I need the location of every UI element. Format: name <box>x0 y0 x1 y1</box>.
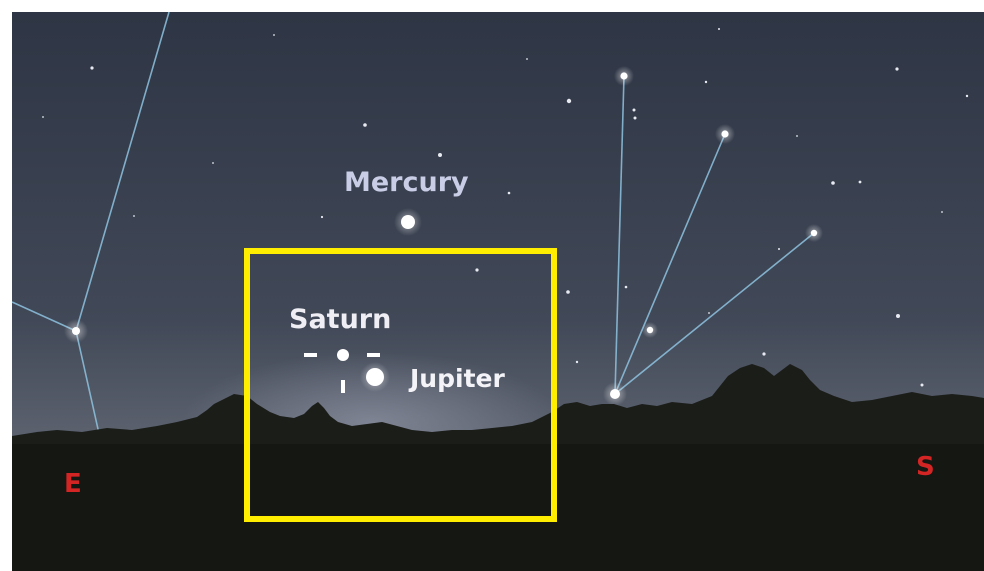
constellation-lines <box>12 12 815 439</box>
ground <box>12 444 984 571</box>
jupiter-marker <box>360 362 390 392</box>
compass-south-label: S <box>916 452 935 482</box>
jupiter-label: Jupiter <box>410 364 505 393</box>
night-sky-scene <box>12 12 984 571</box>
saturn-label: Saturn <box>289 304 392 335</box>
sky-view: Mercury Saturn Jupiter E S <box>12 12 984 571</box>
saturn-marker <box>304 349 380 393</box>
mercury-marker <box>394 208 422 236</box>
highlight-box <box>244 248 557 522</box>
compass-east-label: E <box>64 469 82 499</box>
constellation-stars <box>64 66 823 406</box>
mercury-label: Mercury <box>344 167 469 198</box>
background-stars <box>42 28 969 387</box>
